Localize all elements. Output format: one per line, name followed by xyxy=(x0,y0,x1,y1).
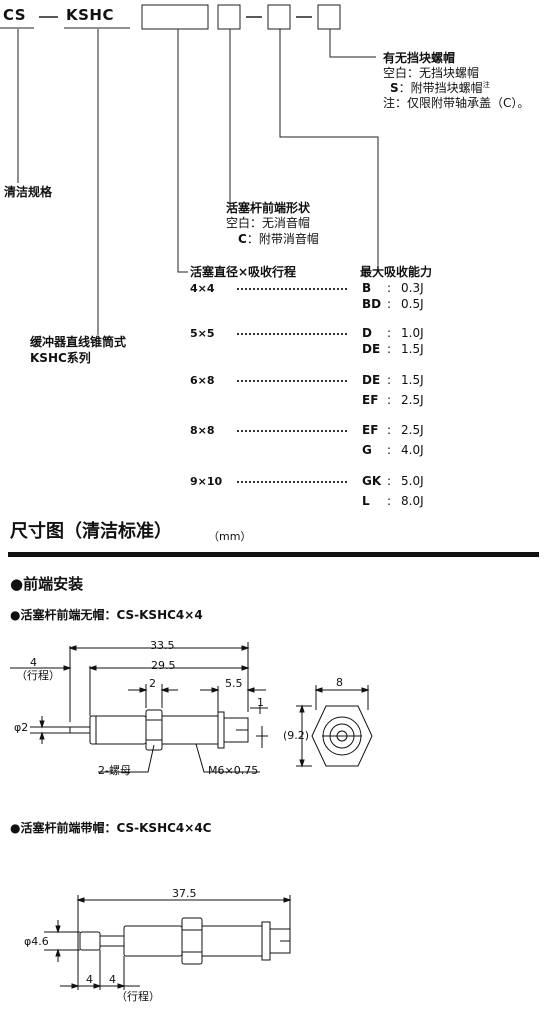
energy-code: BD xyxy=(362,297,382,311)
size-box xyxy=(141,4,209,30)
energy-value: 4.0J xyxy=(401,443,424,457)
size-cell: 4×4 xyxy=(190,282,215,295)
nut-cap-opt2: S：附带挡块螺帽注 xyxy=(390,81,490,95)
energy-code: GK xyxy=(362,474,382,488)
energy-code: G xyxy=(362,443,372,457)
dim2-d2: 4 xyxy=(109,973,116,986)
unit-label: （mm） xyxy=(208,530,252,543)
energy-code: DE xyxy=(362,342,381,356)
rod-end-title: 活塞杆前端形状 xyxy=(226,201,311,215)
rod-end-opt2: C：附带消音帽 xyxy=(238,232,319,246)
energy-value: 1.5J xyxy=(401,373,424,387)
leader-dots xyxy=(237,333,347,335)
size-cell: 8×8 xyxy=(190,424,215,437)
energy-value: 1.0J xyxy=(401,326,424,340)
leader-dots xyxy=(237,481,347,483)
thread-label: M6×0.75 xyxy=(208,764,259,777)
dim-stroke: 4 xyxy=(30,656,37,669)
dim-stroke-label: （行程） xyxy=(16,669,60,682)
energy-code: EF xyxy=(362,423,379,437)
colon: : xyxy=(387,373,392,387)
size-cell: 5×5 xyxy=(190,327,215,340)
dimension-title: 尺寸图（清洁标准） xyxy=(10,521,172,542)
section-rule xyxy=(8,552,539,557)
nut-cap-box xyxy=(317,4,341,30)
drawing2-caption: ●活塞杆前端带帽：CS-KSHC4×4C xyxy=(10,821,212,835)
cleaning-label: 清洁规格 xyxy=(4,185,53,199)
energy-value: 2.5J xyxy=(401,393,424,407)
energy-value: 0.3J xyxy=(401,281,424,295)
nut-label: 2-螺母 xyxy=(98,764,131,777)
dim2-stroke-label: （行程） xyxy=(116,990,160,1003)
size-cell: 9×10 xyxy=(190,475,223,488)
nut-cap-title: 有无挡块螺帽 xyxy=(383,51,456,65)
series-desc-1: 缓冲器直线锥筒式 xyxy=(30,335,127,349)
leader-dots xyxy=(237,430,347,432)
dim-width: 8 xyxy=(336,676,343,689)
dim2-d1: 4 xyxy=(86,973,93,986)
size-cell: 6×8 xyxy=(190,374,215,387)
energy-code: DE xyxy=(362,373,381,387)
energy-value: 0.5J xyxy=(401,297,424,311)
dim-rod-dia: φ2 xyxy=(14,721,29,734)
nut-cap-note: 注：仅限附带轴承盖（C）。 xyxy=(383,96,530,110)
energy-value: 2.5J xyxy=(401,423,424,437)
prefix-code: CS xyxy=(3,6,27,24)
dim-total: 33.5 xyxy=(150,639,175,652)
dim-rear: 5.5 xyxy=(225,677,243,690)
dim2-cap-dia: φ4.6 xyxy=(24,935,49,948)
section-title: ●前端安装 xyxy=(10,575,84,593)
dim-nut: 2 xyxy=(149,677,156,690)
energy-box xyxy=(267,4,291,30)
energy-header: 最大吸收能力 xyxy=(360,265,433,279)
dim-slot: 1 xyxy=(257,696,264,709)
energy-value: 5.0J xyxy=(401,474,424,488)
colon: : xyxy=(387,281,392,295)
size-header: 活塞直径×吸收行程 xyxy=(190,265,297,279)
colon: : xyxy=(387,423,392,437)
leader-dots xyxy=(237,380,347,382)
dim-height: (9.2) xyxy=(283,729,310,742)
dim-body: 29.5 xyxy=(151,659,176,672)
energy-value: 1.5J xyxy=(401,342,424,356)
series-desc-2: KSHC系列 xyxy=(30,351,91,365)
rod-end-box xyxy=(217,4,241,30)
energy-code: B xyxy=(362,281,372,295)
colon: : xyxy=(387,393,392,407)
colon: : xyxy=(387,326,392,340)
energy-code: D xyxy=(362,326,372,340)
series-code: KSHC xyxy=(66,6,114,24)
colon: : xyxy=(387,443,392,457)
dim2-total: 37.5 xyxy=(172,887,197,900)
rod-end-opt1: 空白：无消音帽 xyxy=(226,216,311,230)
colon: : xyxy=(387,474,392,488)
colon: : xyxy=(387,494,392,508)
energy-value: 8.0J xyxy=(401,494,424,508)
nut-cap-opt1: 空白：无挡块螺帽 xyxy=(383,66,480,80)
leader-dots xyxy=(237,288,347,290)
colon: : xyxy=(387,342,392,356)
colon: : xyxy=(387,297,392,311)
energy-code: L xyxy=(362,494,370,508)
drawing1-caption: ●活塞杆前端无帽：CS-KSHC4×4 xyxy=(10,608,203,622)
energy-code: EF xyxy=(362,393,379,407)
